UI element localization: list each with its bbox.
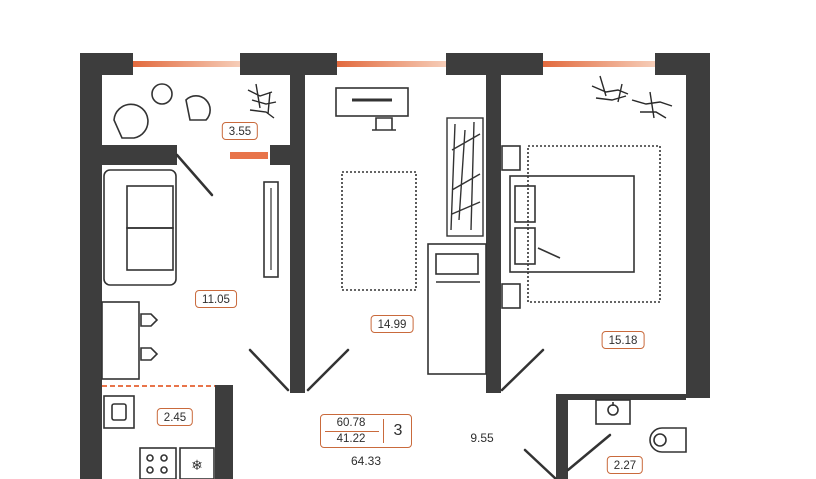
kitchen-units (103, 395, 215, 479)
summary-box: 60.78 41.22 3 (320, 414, 412, 448)
area-label-balcony: 3.55 (221, 122, 259, 140)
area-label-hall: 9.55 (470, 431, 494, 445)
desk (335, 87, 409, 131)
summary-separator (383, 419, 384, 443)
overall-area: 64.33 (350, 454, 382, 468)
windows (102, 60, 655, 387)
doors (175, 153, 612, 479)
walls (80, 53, 710, 479)
double-bed (501, 145, 661, 309)
area-label-bedroom-right: 15.18 (601, 331, 645, 349)
area-label-bedroom-middle: 14.99 (370, 315, 414, 333)
area-label-bathroom: 2.27 (606, 456, 644, 474)
area-label-kitchen: 2.45 (156, 408, 194, 426)
dining-table (101, 301, 159, 380)
single-bed (427, 243, 487, 375)
wardrobe (263, 181, 279, 278)
sofa (103, 169, 177, 286)
total-area: 60.78 (336, 417, 366, 429)
rug (341, 171, 417, 291)
snowflake-icon: ❄ (191, 458, 203, 474)
area-label-living: 11.05 (195, 290, 237, 308)
summary-divider (325, 431, 379, 432)
plants (591, 75, 673, 119)
bathroom-fixtures (595, 399, 687, 453)
closet (446, 117, 484, 237)
balcony-furniture (113, 83, 277, 139)
living-area: 41.22 (336, 433, 366, 445)
room-count: 3 (393, 422, 403, 439)
